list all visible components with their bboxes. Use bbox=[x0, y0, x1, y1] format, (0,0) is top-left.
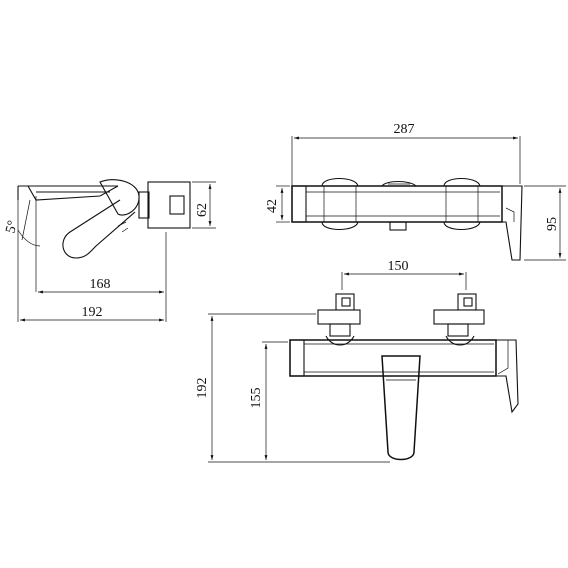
front-outlet-height-label: 155 bbox=[249, 388, 264, 409]
top-diverter bbox=[502, 185, 523, 261]
top-outlet bbox=[389, 221, 407, 231]
front-connector-left bbox=[335, 293, 355, 311]
front-flange-right bbox=[433, 309, 485, 325]
front-total-height-label: 192 bbox=[195, 378, 210, 399]
side-view: 62 5° 168 192 bbox=[3, 179, 216, 322]
top-knob-left bbox=[321, 177, 359, 231]
side-reach-label: 168 bbox=[90, 277, 111, 292]
top-body bbox=[291, 185, 503, 223]
front-body bbox=[289, 339, 497, 377]
front-view: 150 192 155 bbox=[195, 259, 519, 463]
side-depth-label: 192 bbox=[82, 305, 103, 320]
side-height-label: 62 bbox=[195, 203, 210, 217]
side-handle bbox=[99, 179, 140, 216]
top-view: 287 42 95 bbox=[265, 122, 566, 261]
front-diverter bbox=[496, 339, 519, 414]
side-angle-label: 5° bbox=[3, 219, 21, 235]
side-spout bbox=[62, 199, 136, 259]
side-body-outline bbox=[17, 185, 119, 201]
front-connector-right bbox=[457, 293, 477, 311]
side-connector-block bbox=[147, 181, 191, 229]
front-spout bbox=[381, 355, 421, 461]
front-flange-left bbox=[317, 309, 361, 325]
top-knob-right bbox=[443, 177, 481, 231]
top-height-label: 42 bbox=[265, 199, 280, 213]
top-depth-label: 95 bbox=[545, 217, 560, 231]
front-centers-label: 150 bbox=[388, 259, 409, 274]
top-width-label: 287 bbox=[394, 122, 415, 137]
top-center-knurl bbox=[381, 180, 417, 187]
